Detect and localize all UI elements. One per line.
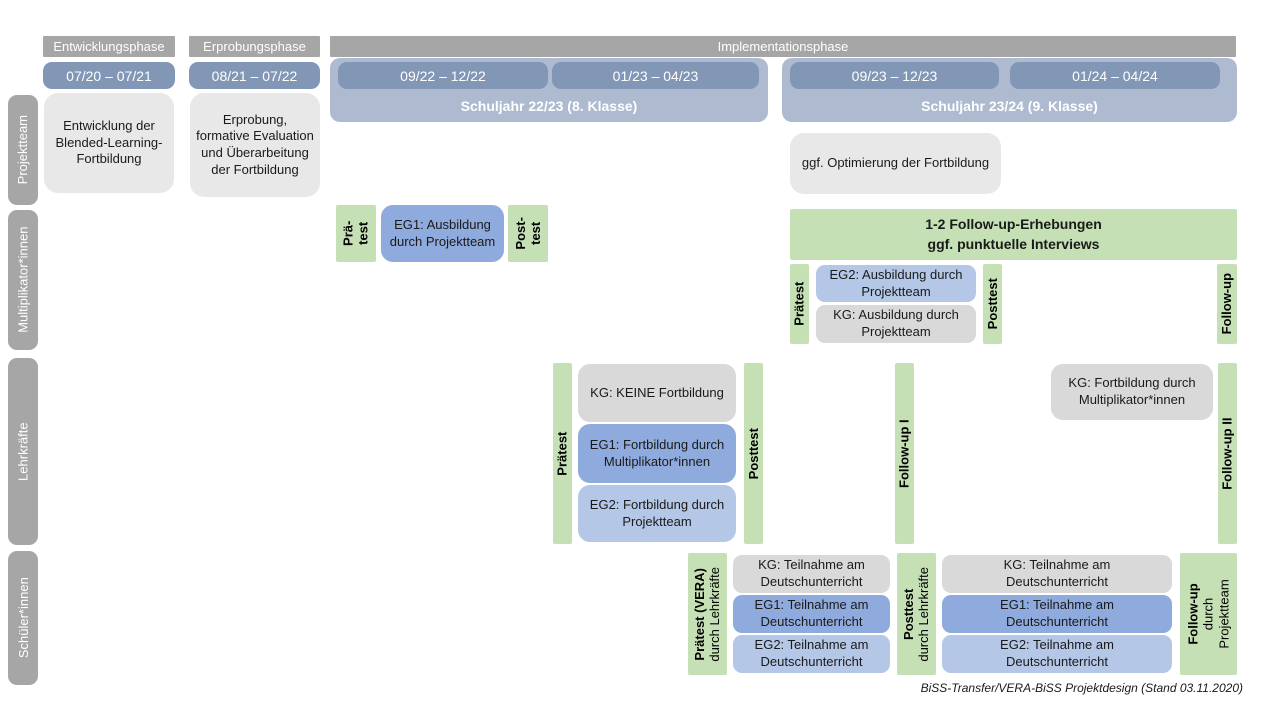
bar-praetest-vera-bold: Prätest (VERA) [692,567,708,661]
phase-header-entwicklungsphase: Entwicklungsphase [43,36,175,57]
bar-followup-schueler-line2: durch [1200,597,1216,631]
box-eg1-teilnahme-1: EG1: Teilnahme am Deutschunterricht [733,595,890,633]
box-eg1-fortbildung-multiplikatoren: EG1: Fortbildung durch Multiplikator*inn… [578,424,736,483]
box-eg1-ausbildung-projektteam: EG1: Ausbildung durch Projektteam [381,205,504,262]
box-optimierung-fortbildung: ggf. Optimierung der Fortbildung [790,133,1001,194]
row-label-projektteam-text: Projektteam [15,115,31,185]
bar-praetest-multiplikatoren-2: Prätest [790,264,809,344]
box-eg2-ausbildung-projektteam: EG2: Ausbildung durch Projektteam [816,265,976,302]
bar-posttest-multiplikatoren-2: Posttest [983,264,1002,344]
bar-followup-1: Follow-up I [895,363,914,544]
row-label-multiplikatorinnen: Multiplikator*innen [8,210,38,350]
phase-header-implementationsphase: Implementationsphase [330,36,1236,57]
box-kg-ausbildung-projektteam: KG: Ausbildung durch Projektteam [816,305,976,343]
bar-followup-schueler: Follow-up durch Projektteam [1180,553,1237,675]
date-range-0720-0721: 07/20 – 07/21 [43,62,175,89]
row-label-schuelerinnen-text: Schüler*innen [15,577,31,659]
date-range-0124-0424: 01/24 – 04/24 [1010,62,1220,89]
bar-followup-schueler-line3: Projektteam [1216,579,1232,649]
banner-followup-erhebungen: 1-2 Follow-up-Erhebungen ggf. punktuelle… [790,209,1237,260]
box-eg2-teilnahme-1: EG2: Teilnahme am Deutschunterricht [733,635,890,673]
bar-praetest-multiplikatoren-1: Prä- test [336,205,376,262]
row-label-multiplikatorinnen-text: Multiplikator*innen [15,226,31,334]
bar-posttest-multiplikatoren-1: Post- test [508,205,548,262]
bar-followup-2: Follow-up II [1218,363,1237,544]
box-eg2-fortbildung-projektteam: EG2: Fortbildung durch Projektteam [578,485,736,542]
bar-followup-multiplikatoren: Follow-up [1217,264,1237,344]
box-kg-teilnahme-1: KG: Teilnahme am Deutschunterricht [733,555,890,593]
bar-followup-schueler-bold: Follow-up [1185,583,1201,645]
bar-praetest-lehrkraefte-text: Prätest [554,431,570,476]
date-range-0923-1223: 09/23 – 12/23 [790,62,999,89]
row-label-schuelerinnen: Schüler*innen [8,551,38,685]
bar-posttest-line2: test [528,221,543,246]
bar-posttest2-text: Posttest [984,278,1000,330]
bar-praetest2-text: Prätest [791,281,807,327]
bar-followup-2-text: Follow-up II [1219,417,1235,490]
school-year-label-2223: Schuljahr 22/23 (8. Klasse) [460,98,638,114]
banner-line2: ggf. punktuelle Interviews [927,235,1100,252]
box-kg-fortbildung-multiplikatoren: KG: Fortbildung durch Multiplikator*inne… [1051,364,1213,420]
school-year-label-2324: Schuljahr 23/24 (9. Klasse) [921,98,1098,114]
bar-posttest-schueler: Posttest durch Lehrkräfte [897,553,936,675]
bar-posttest-schueler-regular: durch Lehrkräfte [916,566,932,662]
diagram-caption: BiSS-Transfer/VERA-BiSS Projektdesign (S… [920,681,1243,695]
box-kg-teilnahme-2: KG: Teilnahme am Deutschunterricht [942,555,1172,593]
bar-posttest-line1: Post- [512,217,528,250]
bar-followup-1-text: Follow-up I [896,419,912,488]
bar-praetest-line2: test [355,221,371,246]
box-entwicklung-fortbildung: Entwicklung der Blended-Learning-Fortbil… [44,93,174,193]
bar-followup-text: Follow-up [1219,273,1235,335]
box-eg2-teilnahme-2: EG2: Teilnahme am Deutschunterricht [942,635,1172,673]
phase-header-erprobungsphase: Erprobungsphase [189,36,320,57]
bar-posttest-lehrkraefte: Posttest [744,363,763,544]
row-label-lehrkraefte-text: Lehrkräfte [15,422,31,481]
date-range-0922-1222: 09/22 – 12/22 [338,62,548,89]
row-label-lehrkraefte: Lehrkräfte [8,358,38,545]
banner-line1: 1-2 Follow-up-Erhebungen [925,215,1102,232]
date-range-0821-0722: 08/21 – 07/22 [189,62,320,89]
bar-posttest-schueler-bold: Posttest [901,588,917,640]
box-kg-keine-fortbildung: KG: KEINE Fortbildung [578,364,736,422]
bar-praetest-vera: Prätest (VERA) durch Lehrkräfte [688,553,727,675]
box-erprobung-evaluation: Erprobung, formative Evaluation und Über… [190,93,320,197]
bar-posttest-lehrkraefte-text: Posttest [745,427,761,480]
bar-praetest-vera-regular: durch Lehrkräfte [707,566,723,662]
row-label-projektteam: Projektteam [8,95,38,205]
bar-praetest-lehrkraefte: Prätest [553,363,572,544]
bar-praetest-line1: Prä- [340,220,356,247]
date-range-0123-0423: 01/23 – 04/23 [552,62,759,89]
box-eg1-teilnahme-2: EG1: Teilnahme am Deutschunterricht [942,595,1172,633]
